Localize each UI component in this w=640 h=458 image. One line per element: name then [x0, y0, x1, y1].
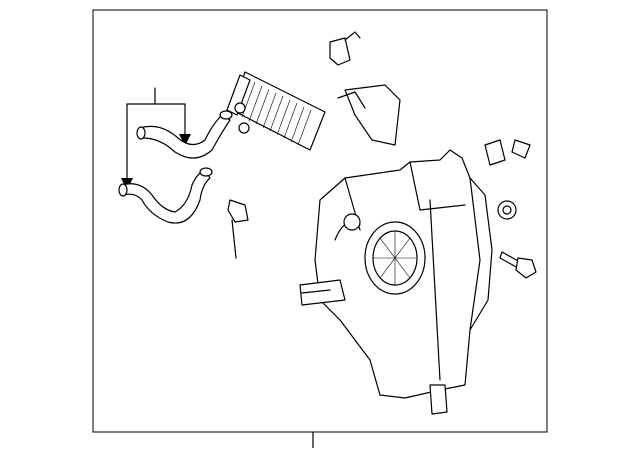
bracket-wiring	[337, 84, 401, 146]
heater-core	[226, 71, 326, 151]
diagram-frame	[92, 9, 548, 433]
sensor-connector	[329, 31, 361, 66]
bolt	[499, 251, 537, 279]
heater-hose-lower	[118, 167, 213, 224]
heater-hose-upper	[136, 110, 233, 159]
grommet-nut	[497, 200, 517, 220]
blower-motor-fan	[364, 221, 426, 295]
actuator	[227, 199, 249, 259]
clip	[484, 139, 531, 166]
